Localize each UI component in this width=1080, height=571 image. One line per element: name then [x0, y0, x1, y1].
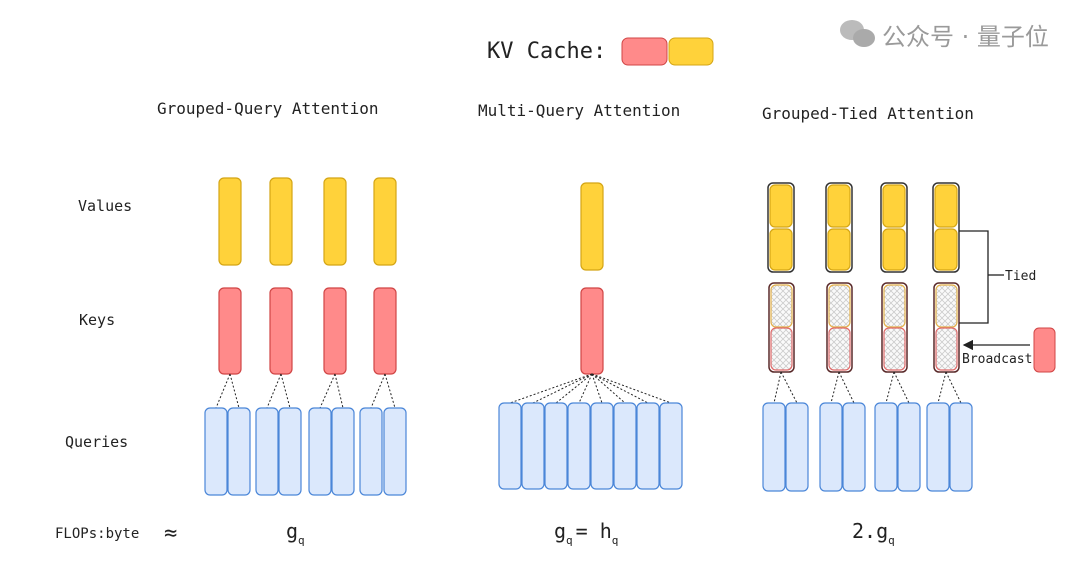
query-link — [280, 373, 291, 409]
value-head — [218, 177, 242, 266]
panel-title-gqa: Grouped-Query Attention — [157, 99, 379, 118]
tied-value-as-key — [883, 284, 906, 328]
tied-value-as-key — [770, 284, 793, 328]
query-head — [383, 407, 407, 496]
query-head — [331, 407, 355, 496]
flops-mqa: gq= hq — [554, 519, 618, 547]
query-link — [229, 373, 240, 409]
query-head — [204, 407, 228, 496]
watermark-text: 公众号 · 量子位 — [882, 23, 1049, 51]
query-link — [266, 373, 282, 409]
tied-value-as-key — [935, 284, 958, 328]
query-head — [636, 402, 660, 490]
value-head — [827, 228, 851, 271]
tied-value-group — [767, 182, 795, 273]
query-link — [578, 373, 593, 404]
query-head — [874, 402, 898, 492]
query-head — [590, 402, 614, 490]
broadcast-key-block — [1033, 327, 1056, 373]
query-head — [926, 402, 950, 492]
value-head — [580, 182, 604, 271]
flops-label: FLOPs:byte — [55, 526, 139, 542]
query-link — [937, 371, 947, 404]
query-head — [613, 402, 637, 490]
query-head — [521, 402, 545, 490]
query-head — [842, 402, 866, 492]
query-link — [591, 373, 649, 404]
broadcast-key — [883, 327, 906, 371]
query-link — [893, 371, 910, 404]
query-head — [659, 402, 683, 490]
value-head — [827, 184, 851, 228]
key-head — [218, 287, 242, 375]
broadcast-key — [828, 327, 851, 371]
tied-value-as-key — [828, 284, 851, 328]
query-link — [370, 373, 386, 409]
value-head — [934, 228, 958, 271]
query-link — [215, 373, 231, 409]
key-head — [323, 287, 347, 375]
query-head — [359, 407, 383, 496]
tied-label: Tied — [1005, 269, 1036, 284]
query-head — [278, 407, 302, 496]
approx-symbol: ≈ — [164, 521, 177, 546]
query-link — [334, 373, 344, 409]
panel-title-gta: Grouped-Tied Attention — [762, 104, 974, 123]
query-link — [885, 371, 895, 404]
flops-gqa: gq — [286, 519, 305, 547]
tied-value-group — [880, 182, 908, 273]
query-link — [532, 373, 593, 404]
watermark: 公众号 · 量子位 — [840, 20, 1049, 51]
flops-gta: 2.gq — [852, 519, 895, 547]
key-head — [269, 287, 293, 375]
key-head — [580, 287, 604, 375]
query-head — [567, 402, 591, 490]
row-label-values: Values — [78, 197, 132, 215]
kv-cache-key-swatch — [621, 37, 668, 66]
tied-value-group — [825, 182, 853, 273]
query-head — [949, 402, 973, 492]
query-link — [591, 373, 626, 404]
query-head — [544, 402, 568, 490]
value-head — [769, 228, 793, 271]
row-label-keys: Keys — [79, 311, 115, 329]
query-link — [591, 373, 672, 404]
query-head — [498, 402, 522, 490]
query-link — [509, 373, 593, 404]
query-link — [773, 371, 782, 404]
value-head — [882, 184, 906, 228]
panel-title-mqa: Multi-Query Attention — [478, 101, 680, 120]
row-label-queries: Queries — [65, 433, 128, 451]
query-link — [945, 371, 962, 404]
query-link — [838, 371, 855, 404]
value-head — [882, 228, 906, 271]
value-head — [269, 177, 293, 266]
tied-value-group — [932, 182, 960, 273]
broadcast-key — [770, 327, 793, 371]
kv-cache-value-swatch — [668, 37, 714, 66]
tied-bracket — [959, 230, 989, 324]
value-head — [934, 184, 958, 228]
kv-cache-title: KV Cache: — [487, 39, 606, 64]
query-link — [384, 373, 396, 409]
query-head — [819, 402, 843, 492]
query-head — [762, 402, 786, 492]
query-link — [591, 373, 603, 404]
query-link — [830, 371, 840, 404]
query-head — [227, 407, 251, 496]
value-head — [769, 184, 793, 228]
query-head — [785, 402, 809, 492]
query-link — [319, 373, 336, 409]
value-head — [373, 177, 397, 266]
query-head — [897, 402, 921, 492]
key-head — [373, 287, 397, 375]
value-head — [323, 177, 347, 266]
broadcast-label: Broadcast — [962, 352, 1032, 367]
query-head — [308, 407, 332, 496]
query-head — [255, 407, 279, 496]
query-link — [780, 371, 798, 404]
broadcast-key — [935, 327, 958, 371]
